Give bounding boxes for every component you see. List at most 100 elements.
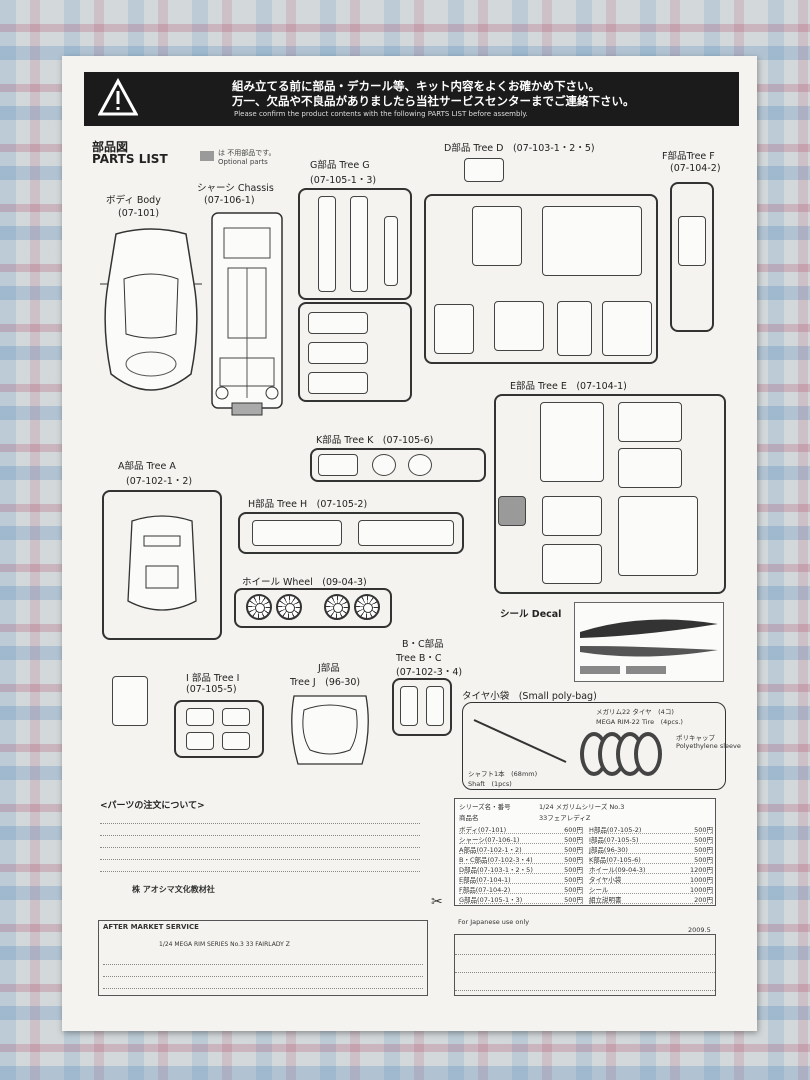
price-item: J部品(96-30) [589, 846, 628, 854]
chassis-label: シャーシ Chassis [197, 183, 274, 194]
tree-bc-label-1: B・C部品 [402, 639, 444, 650]
tree-g-part [384, 216, 398, 286]
price-value: 500円 [564, 876, 583, 884]
price-item: H部品(07-105-2) [589, 826, 642, 834]
price-row: A部品(07-102-1・2) 500円 [459, 844, 583, 854]
price-value: 500円 [694, 846, 713, 854]
tree-d-part [472, 206, 522, 266]
price-row: タイヤ小袋 1000円 [589, 874, 713, 884]
wheel-frame [234, 588, 392, 628]
decal-drawing [574, 602, 724, 682]
tree-i-part [222, 708, 250, 726]
body-code: (07-101) [118, 208, 160, 219]
order-form [454, 934, 716, 996]
chassis-code: (07-106-1) [204, 195, 255, 206]
product-value: 33フェアレディZ [539, 814, 591, 822]
tree-d-part [434, 304, 474, 354]
price-row: I部品(07-105-5)500円 [589, 834, 713, 844]
tree-g-part [308, 372, 368, 394]
cap-label-en: Polyethylene sleeve [676, 742, 741, 750]
tree-i-part [186, 708, 214, 726]
tree-k-part [408, 454, 432, 476]
price-value: 1000円 [689, 876, 713, 884]
price-value: 500円 [564, 886, 583, 894]
parts-list-title-en: PARTS LIST [92, 152, 168, 166]
tree-g-frame-lower [298, 302, 412, 402]
price-row: H部品(07-105-2) 500円 [589, 824, 713, 834]
price-item: ボディ(07-101) [459, 826, 507, 834]
tire-part [634, 732, 662, 776]
tree-d-part [542, 206, 642, 276]
price-table: シリーズ名・番号 1/24 メガリムシリーズ No.3 商品名 33フェアレディ… [454, 798, 716, 906]
tree-h-label: H部品 Tree H (07-105-2) [248, 499, 368, 510]
tree-e-part [618, 496, 698, 576]
tree-i-frame [174, 700, 264, 758]
tree-d-part [494, 301, 544, 351]
after-market-box: AFTER MARKET SERVICE 1/24 MEGA RIM SERIE… [98, 920, 428, 996]
price-item: シール [589, 886, 609, 894]
tree-f-frame [670, 182, 714, 332]
tree-d-part [557, 301, 592, 356]
price-value: 500円 [694, 856, 713, 864]
price-value: 500円 [564, 846, 583, 854]
print-date: 2009.5 [688, 926, 711, 934]
price-value: 200円 [694, 896, 713, 904]
tree-bc-frame [392, 678, 452, 736]
price-value: 500円 [564, 856, 583, 864]
tree-i-part [222, 732, 250, 750]
tree-e-label: E部品 Tree E (07-104-1) [510, 381, 627, 392]
price-row: K部品(07-105-6) 500円 [589, 854, 713, 864]
tree-e-part [618, 448, 682, 488]
after-market-heading: AFTER MARKET SERVICE [103, 923, 199, 931]
price-item: D部品(07-103-1・2・5) [459, 866, 533, 874]
price-row: J部品(96-30) 500円 [589, 844, 713, 854]
tree-k-label: K部品 Tree K (07-105-6) [316, 435, 434, 446]
tree-h-frame [238, 512, 464, 554]
company-name: 株 アオシマ文化教材社 [132, 885, 215, 894]
price-value: 1200円 [689, 866, 713, 874]
price-value: 500円 [694, 826, 713, 834]
price-value: 500円 [564, 896, 583, 904]
tree-e-part [542, 496, 602, 536]
price-row: B・C部品(07-102-3・4) 500円 [459, 854, 583, 864]
price-item: K部品(07-105-6) [589, 856, 641, 864]
price-item: B・C部品(07-102-3・4) [459, 856, 533, 864]
optional-note-en: Optional parts [218, 158, 268, 166]
tree-j-label-2: Tree J (96-30) [290, 677, 361, 688]
warning-icon [98, 78, 138, 116]
tree-d-label: D部品 Tree D (07-103-1・2・5) [444, 143, 595, 154]
series-label: シリーズ名・番号 [459, 803, 511, 811]
tree-h-part [252, 520, 342, 546]
warning-text-en: Please confirm the product contents with… [234, 110, 528, 118]
price-item: シャーシ(07-106-1) [459, 836, 520, 844]
price-value: 500円 [564, 836, 583, 844]
tree-g-label: G部品 Tree G [310, 160, 370, 171]
tree-a-frame [102, 490, 222, 640]
polybag-frame [462, 702, 726, 790]
chassis-drawing [211, 212, 283, 416]
tree-g-frame [298, 188, 412, 300]
shaft-drawing [473, 719, 567, 763]
price-item: A部品(07-102-1・2) [459, 846, 522, 854]
price-row: E部品(07-104-1)500円 [459, 874, 583, 884]
tree-d-part [602, 301, 652, 356]
tree-g-part [308, 312, 368, 334]
tree-a-extra-part [112, 676, 148, 726]
price-value: 1000円 [689, 886, 713, 894]
tree-f-part [678, 216, 706, 266]
polybag-label: タイヤ小袋 (Small poly-bag) [462, 691, 597, 702]
tree-e-part [618, 402, 682, 442]
price-item: タイヤ小袋 [589, 876, 622, 884]
tree-j-drawing [291, 695, 369, 765]
tree-a-drawing [127, 515, 197, 611]
tree-d-frame [424, 194, 658, 364]
product-label: 商品名 [459, 814, 479, 822]
tree-j-label-1: J部品 [318, 663, 340, 674]
price-item: I部品(07-105-5) [589, 836, 639, 844]
tire-label-ja: メガリム22 タイヤ (4コ) [596, 708, 674, 716]
tree-bc-label-2: Tree B・C [396, 653, 442, 664]
tree-a-code: (07-102-1・2) [126, 476, 193, 487]
tree-g-part [318, 196, 336, 292]
tree-i-part [186, 732, 214, 750]
